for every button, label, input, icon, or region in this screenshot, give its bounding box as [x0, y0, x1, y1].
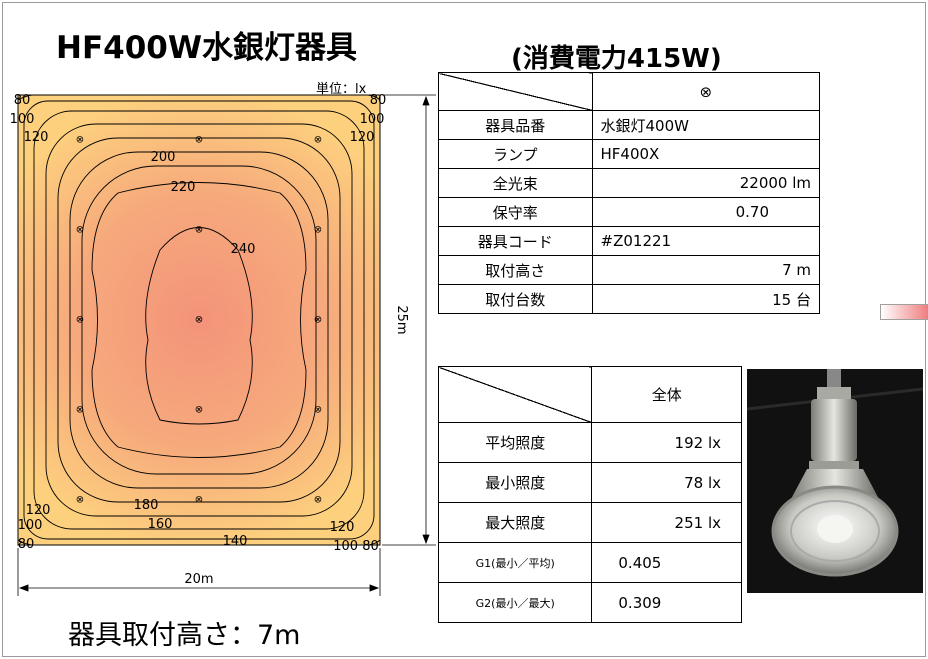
- contour-label: 100 80: [333, 539, 379, 554]
- contour-120: [33, 110, 365, 530]
- contour-160: [57, 137, 341, 503]
- contour-label: 180: [134, 498, 159, 513]
- contour-label: 160: [148, 517, 173, 532]
- mounting-height-caption: 器具取付高さ：7m: [68, 620, 301, 651]
- fixture-marker: ⊗: [314, 315, 322, 326]
- contour-label: 100: [18, 518, 43, 533]
- fixture-marker: ⊗: [195, 495, 203, 506]
- illuminance-result-table: 全体 平均照度 192 lx 最小照度 78 lx 最大照度 251 lx G1…: [437, 366, 742, 623]
- page-title: HF400W水銀灯器具: [56, 30, 358, 66]
- result-table-header: 全体: [591, 366, 742, 423]
- spec-label: 保守率: [438, 197, 593, 227]
- fixture-marker: ⊗: [314, 405, 322, 416]
- spec-value: HF400X: [591, 139, 821, 169]
- contour-label: 100: [360, 112, 385, 127]
- result-label: G2(最小／最大): [437, 582, 593, 623]
- room-area: [17, 94, 381, 546]
- contour-label: 200: [151, 150, 176, 165]
- fixture-marker: ⊗: [314, 495, 322, 506]
- unit-label: 単位：lx: [316, 82, 367, 97]
- contour-100: [23, 100, 375, 540]
- spec-value: 15 台: [591, 284, 821, 314]
- fixture-marker: ⊗: [195, 225, 203, 236]
- width-dimension: [17, 548, 381, 596]
- contour-180: [69, 151, 329, 489]
- contour-labels: 80 100 120 80 100 120 200 220 240 120 10…: [10, 93, 387, 554]
- spec-table-header: ⊗: [591, 72, 821, 111]
- contour-200: [81, 165, 317, 475]
- fixture-marker: ⊗: [76, 225, 84, 236]
- height-label: 25m: [394, 305, 409, 334]
- contour-label: 220: [171, 180, 196, 195]
- spec-label: 器具コード: [438, 226, 593, 256]
- power-consumption-subtitle: (消費電力415W): [511, 44, 722, 74]
- illuminance-contour-plan: 80 100 120 80 100 120 200 220 240 120 10…: [10, 93, 436, 596]
- spec-label: 全光束: [438, 168, 593, 198]
- fixture-marker: ⊗: [76, 495, 84, 506]
- spec-value: 7 m: [591, 255, 821, 285]
- result-label: 最小照度: [437, 462, 593, 503]
- contour-label: 120: [26, 503, 51, 518]
- result-table-corner: [437, 366, 593, 423]
- contour-label: 120: [350, 130, 375, 145]
- fixture-photo: [747, 369, 923, 593]
- result-value: 0.309: [591, 582, 742, 623]
- spec-value: #Z01221: [591, 226, 821, 256]
- fixture-marker: ⊗: [76, 405, 84, 416]
- spec-value: 0.70: [591, 197, 821, 227]
- contour-140: [45, 123, 353, 517]
- contour-label: 80: [14, 93, 31, 108]
- contour-label: 120: [24, 130, 49, 145]
- contour-label: 80: [18, 537, 35, 552]
- spec-value: 22000 lm: [591, 168, 821, 198]
- fixture-markers: ⊗ ⊗ ⊗ ⊗ ⊗ ⊗ ⊗ ⊗ ⊗ ⊗ ⊗ ⊗ ⊗ ⊗ ⊗: [76, 135, 322, 506]
- contour-label: 240: [231, 242, 256, 257]
- fixture-spec-table: ⊗ 器具品番 水銀灯400W ランプ HF400X 全光束 22000 lm 保…: [438, 72, 821, 314]
- contour-label: 120: [330, 520, 355, 535]
- fixture-marker: ⊗: [195, 315, 203, 326]
- fixture-marker: ⊗: [195, 135, 203, 146]
- fixture-marker: ⊗: [314, 135, 322, 146]
- fixture-marker: ⊗: [195, 405, 203, 416]
- spec-value: 水銀灯400W: [591, 110, 821, 140]
- result-value: 78 lx: [591, 462, 742, 503]
- height-dimension: [382, 94, 436, 546]
- result-value: 192 lx: [591, 422, 742, 463]
- spec-label: ランプ: [438, 139, 593, 169]
- spec-label: 取付高さ: [438, 255, 593, 285]
- contour-label: 140: [223, 534, 248, 549]
- fixture-marker: ⊗: [76, 135, 84, 146]
- spec-table-corner: [438, 72, 593, 111]
- contour-label: 100: [10, 112, 35, 127]
- result-label: G1(最小／平均): [437, 542, 593, 583]
- width-label: 20m: [184, 572, 213, 587]
- result-value: 251 lx: [591, 502, 742, 543]
- contour-240: [145, 227, 253, 425]
- fixture-marker: ⊗: [76, 315, 84, 326]
- spec-label: 器具品番: [438, 110, 593, 140]
- result-value: 0.405: [591, 542, 742, 583]
- contour-80: [17, 94, 381, 546]
- result-label: 平均照度: [437, 422, 593, 463]
- contour-220: [91, 182, 307, 458]
- contour-label: 80: [370, 93, 387, 108]
- mercury-lamp-fixture-image: [747, 369, 923, 593]
- fixture-marker: ⊗: [314, 225, 322, 236]
- result-label: 最大照度: [437, 502, 593, 543]
- spec-label: 取付台数: [438, 284, 593, 314]
- color-legend-swatch: [880, 304, 928, 320]
